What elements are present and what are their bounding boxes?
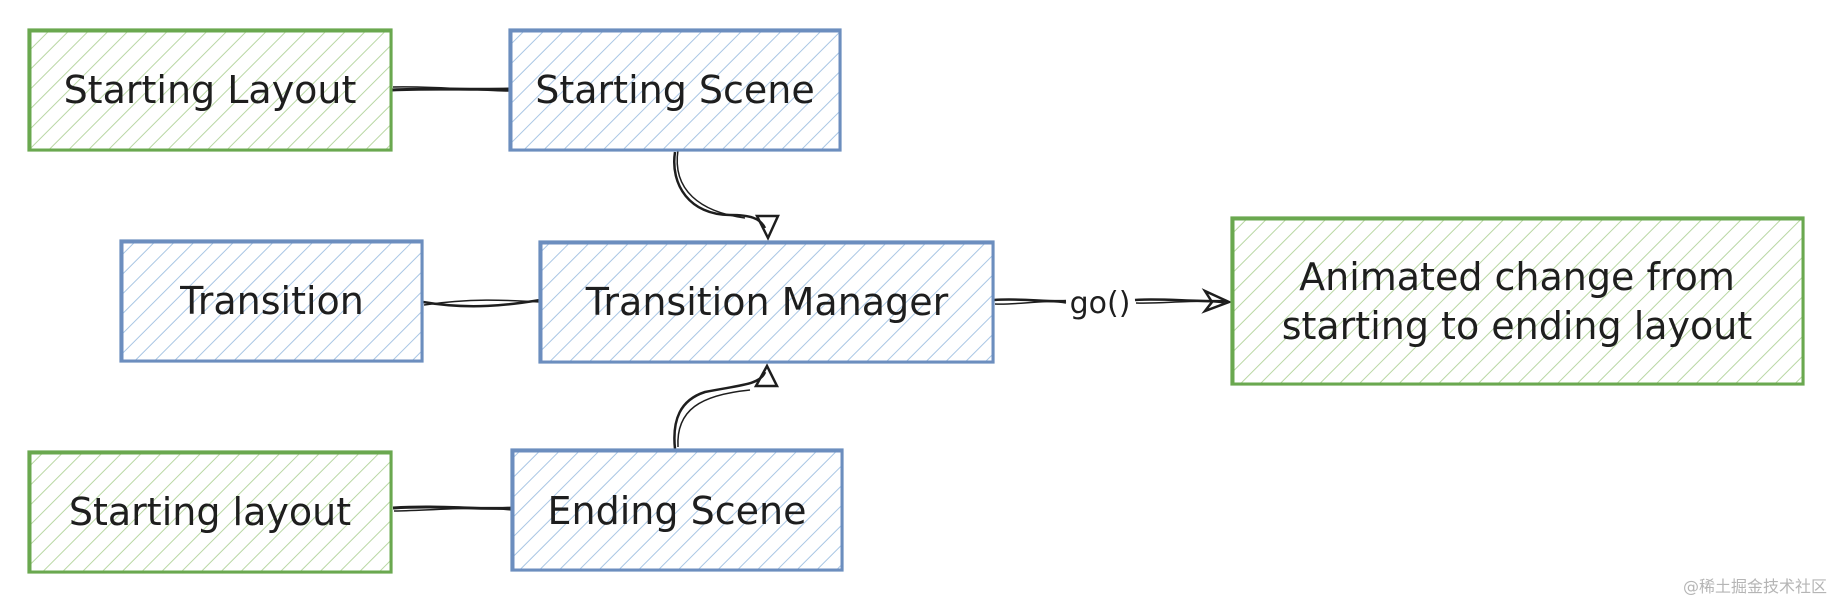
connector-layout-to-starting-scene <box>391 86 511 92</box>
node-starting-layout-top[interactable]: Starting Layout <box>27 28 393 152</box>
node-animated-change[interactable]: Animated change from starting to ending … <box>1230 216 1805 386</box>
arrow-starting-scene-to-manager <box>673 149 780 241</box>
node-label: Ending Scene <box>548 489 807 533</box>
node-label: Transition Manager <box>585 280 949 324</box>
watermark-text: @稀土掘金技术社区 <box>1682 577 1827 596</box>
go-edge-label: go() <box>1070 286 1131 321</box>
node-label: Starting Layout <box>64 68 357 112</box>
node-label-line1: Animated change from <box>1299 255 1735 299</box>
node-transition[interactable]: Transition <box>119 239 424 363</box>
node-ending-scene[interactable]: Ending Scene <box>510 448 844 572</box>
node-label: Starting Scene <box>535 68 815 112</box>
node-label-line2: starting to ending layout <box>1282 304 1753 348</box>
node-starting-scene[interactable]: Starting Scene <box>508 28 842 152</box>
node-transition-manager[interactable]: Transition Manager <box>538 240 995 364</box>
node-starting-layout-bottom[interactable]: Starting layout <box>27 450 393 574</box>
node-label: Starting layout <box>69 490 351 534</box>
arrow-manager-to-animated-change: go() <box>993 286 1233 321</box>
node-label: Transition <box>179 279 364 323</box>
connector-layout-to-ending-scene <box>392 505 513 512</box>
connector-transition-to-manager <box>422 298 541 308</box>
arrow-ending-scene-to-manager <box>673 363 780 450</box>
